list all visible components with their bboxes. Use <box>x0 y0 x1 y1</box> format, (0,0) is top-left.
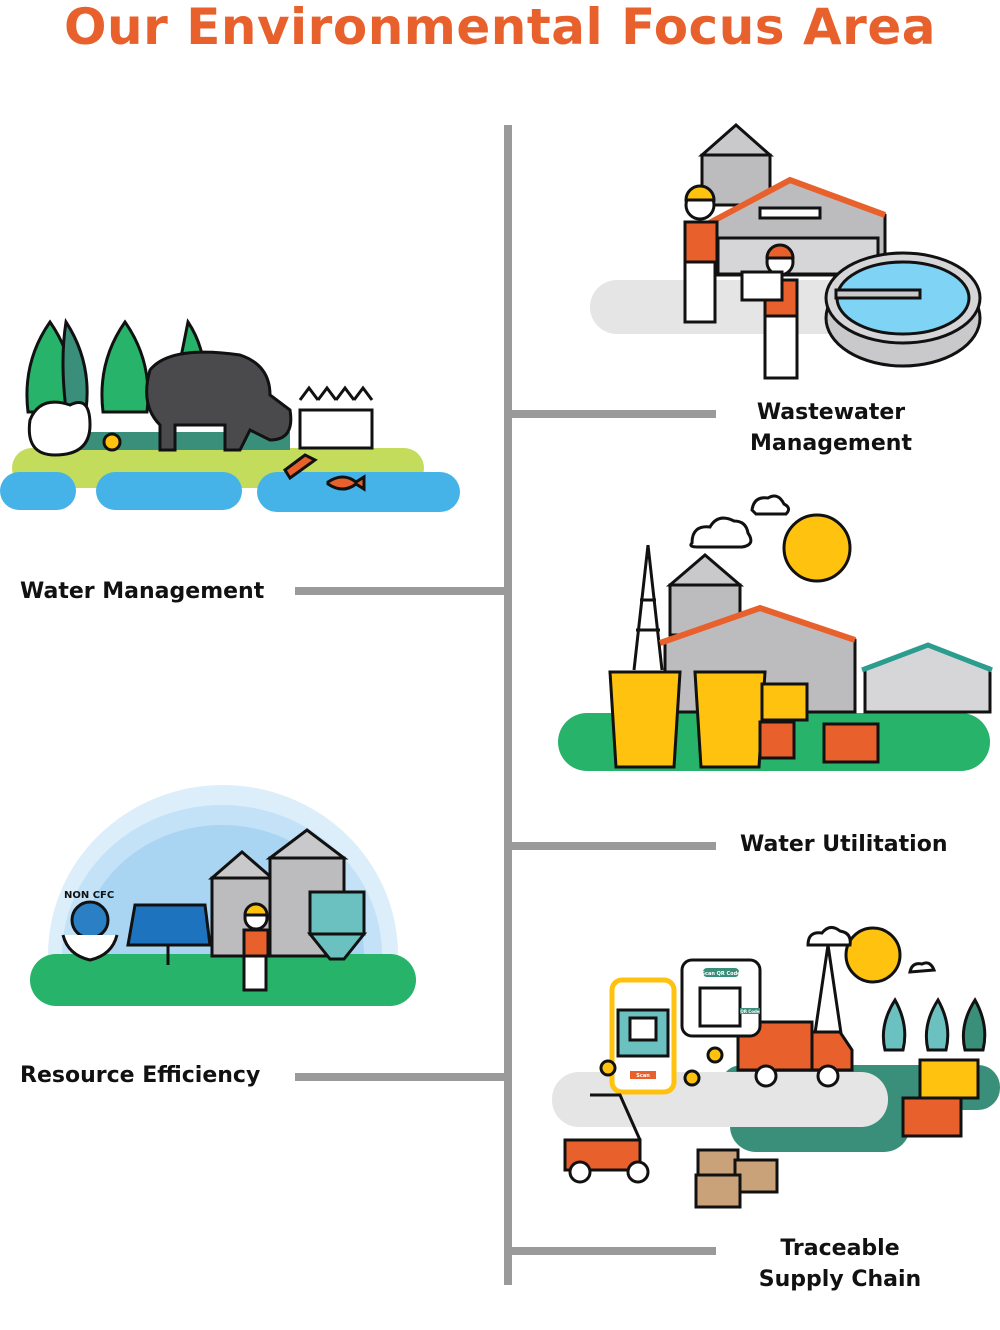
label-water-utilitation: Water Utilitation <box>740 832 948 857</box>
label-water-management: Water Management <box>20 579 265 604</box>
water-management-illustration <box>0 317 460 512</box>
branch-wastewater <box>508 410 716 418</box>
qr-code-tag: QR Code <box>740 1009 759 1014</box>
scan-qr-code-label: Scan QR Code <box>701 971 741 977</box>
page-title: Our Environmental Focus Area <box>64 0 936 56</box>
branch-resource-efficiency <box>295 1073 508 1081</box>
label-wastewater-management: Wastewater Management <box>730 397 932 459</box>
label-traceable-supply-chain: Traceable Supply Chain <box>740 1233 940 1295</box>
timeline-spine <box>504 125 512 1285</box>
branch-water-utilitation <box>508 842 716 850</box>
label-line: Wastewater <box>756 400 906 425</box>
water-utilitation-illustration <box>558 494 993 771</box>
label-resource-efficiency: Resource Efficiency <box>20 1063 261 1088</box>
label-line: Traceable <box>780 1236 900 1261</box>
wastewater-illustration <box>590 122 982 380</box>
timeline <box>295 125 716 1285</box>
branch-supply-chain <box>508 1247 716 1255</box>
resource-efficiency-illustration: NON CFC <box>30 785 416 1006</box>
branch-water-management <box>295 587 508 595</box>
scan-button-label: Scan <box>636 1073 650 1079</box>
supply-chain-illustration: Scan QR Code QR Code Scan <box>552 926 1000 1209</box>
non-cfc-label: NON CFC <box>64 890 114 901</box>
label-line: Management <box>750 431 912 456</box>
label-line: Supply Chain <box>758 1267 922 1292</box>
